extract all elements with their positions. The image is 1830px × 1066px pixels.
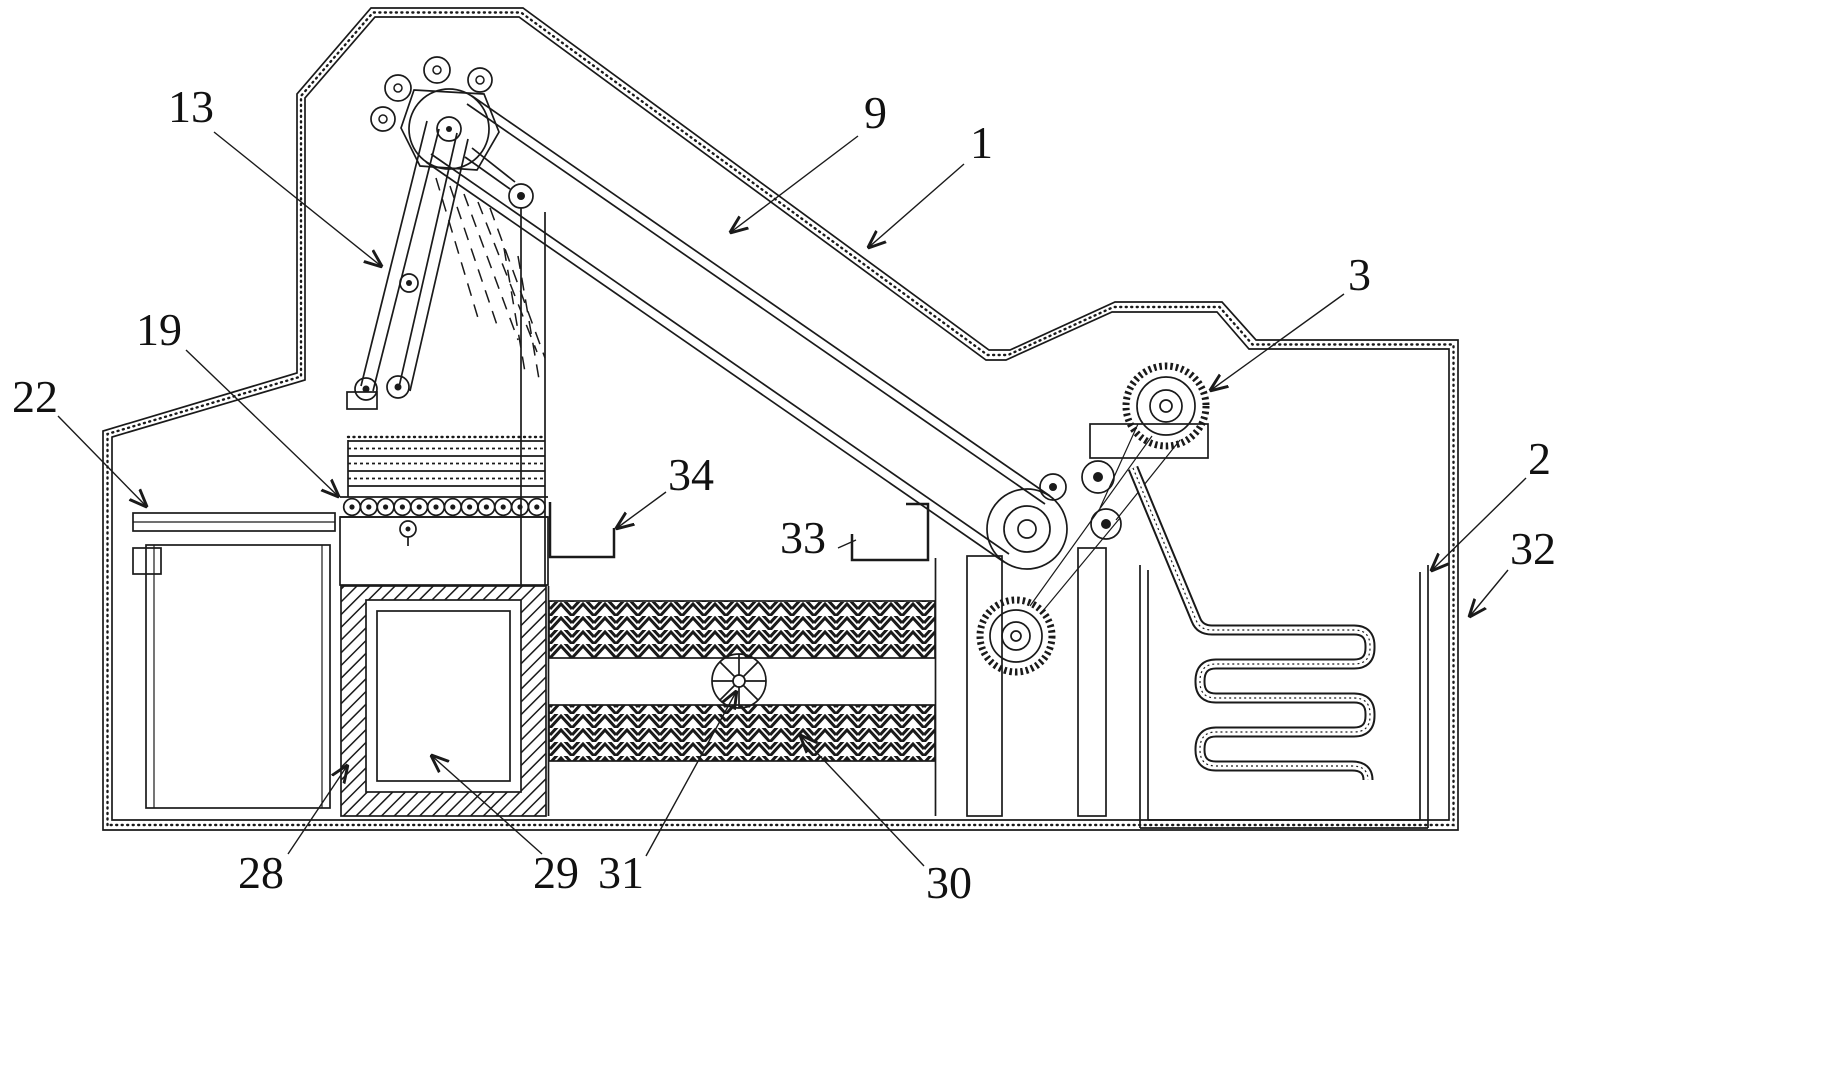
bracket-34 bbox=[548, 502, 616, 559]
tail-pulley bbox=[986, 488, 1068, 570]
support-columns bbox=[966, 547, 1107, 817]
idler-a bbox=[1039, 473, 1067, 501]
inclined-conveyor bbox=[400, 88, 1068, 570]
label-31: 31 bbox=[598, 847, 644, 898]
drive-assembly bbox=[976, 362, 1210, 676]
fan-hub bbox=[732, 674, 746, 688]
spray-lines bbox=[435, 177, 546, 386]
arm-bracket bbox=[346, 391, 378, 410]
head-pulley-plate bbox=[400, 89, 500, 171]
label-30: 30 bbox=[926, 857, 972, 908]
fan bbox=[711, 653, 767, 709]
reference-labels: 13 9 1 3 19 22 34 33 2 32 28 29 31 30 bbox=[12, 81, 1556, 908]
label-1: 1 bbox=[970, 117, 993, 168]
label-29: 29 bbox=[533, 847, 579, 898]
label-22: 22 bbox=[12, 371, 58, 422]
idler-c bbox=[1090, 508, 1122, 540]
upper-mesh-belt bbox=[548, 600, 936, 659]
leader-lines bbox=[57, 131, 1527, 867]
cooling-coil bbox=[1127, 465, 1376, 781]
idler-b bbox=[1081, 460, 1115, 494]
label-33: 33 bbox=[780, 512, 826, 563]
gear-upper bbox=[1122, 362, 1210, 450]
roller-bed bbox=[339, 496, 549, 586]
insulated-chamber bbox=[340, 585, 547, 817]
housing-stipple bbox=[106, 11, 1455, 827]
feed-table bbox=[132, 512, 336, 809]
lower-mesh-belt bbox=[548, 704, 936, 762]
right-chamber bbox=[1139, 565, 1429, 829]
label-9: 9 bbox=[864, 87, 887, 138]
gear-bracket bbox=[1089, 423, 1209, 459]
label-34: 34 bbox=[668, 449, 714, 500]
drying-conveyors bbox=[547, 558, 937, 816]
roller-row bbox=[342, 497, 546, 517]
label-32: 32 bbox=[1510, 523, 1556, 574]
chamber-cavity bbox=[365, 599, 522, 793]
bracket-33 bbox=[850, 502, 930, 562]
guide-roller-cluster bbox=[370, 56, 493, 132]
grate-stack bbox=[346, 435, 547, 487]
housing-shell bbox=[102, 7, 1459, 831]
callout-brackets bbox=[548, 502, 930, 562]
label-19: 19 bbox=[136, 304, 182, 355]
label-13: 13 bbox=[168, 81, 214, 132]
label-28: 28 bbox=[238, 847, 284, 898]
chute-walls bbox=[347, 208, 546, 585]
label-2: 2 bbox=[1528, 433, 1551, 484]
scraper-arm bbox=[346, 120, 534, 410]
label-3: 3 bbox=[1348, 249, 1371, 300]
gear-lower bbox=[976, 596, 1056, 676]
